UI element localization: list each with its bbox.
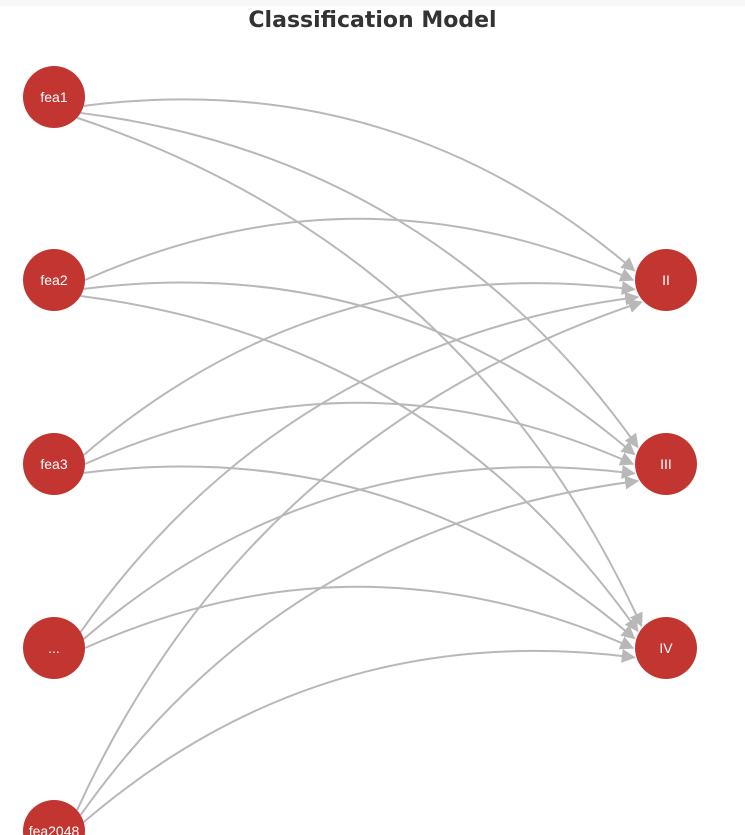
node-label: ... [48,640,60,656]
edge-fea2-to-III [83,281,636,456]
node-input-fea1[interactable]: fea1 [23,66,85,128]
node-circle [23,433,85,495]
node-label: fea1 [40,89,67,105]
edge-fea2-to-II [84,217,635,282]
node-circle [23,617,85,679]
node-circle [635,249,697,311]
node-label: fea2 [40,272,67,288]
node-output-IV[interactable]: IV [635,617,697,679]
node-label: II [662,272,670,288]
edge-fea3-to-IV [83,465,636,640]
edge-fea1-to-II [83,98,636,272]
node-circle [23,800,85,835]
node-output-II[interactable]: II [635,249,697,311]
node-input-fea2048[interactable]: fea2048 [23,800,85,835]
node-input-ellipsis[interactable]: ... [23,617,85,679]
node-output-III[interactable]: III [635,433,697,495]
edge-ellipsis-to-IV [84,585,635,650]
edge-fea2048-to-IV [83,648,636,823]
node-input-fea3[interactable]: fea3 [23,433,85,495]
node-circle [635,433,697,495]
node-label: fea2048 [29,823,80,835]
page-title: Classification Model [248,8,497,33]
edge-fea2-to-IV [80,294,639,633]
edge-fea3-to-III [84,401,635,466]
edge-fea2048-to-III [79,475,640,816]
node-input-fea2[interactable]: fea2 [23,249,85,311]
node-circle [635,617,697,679]
edge-fea1-to-III [80,111,639,449]
top-strip [0,0,745,6]
node-label: IV [659,640,673,656]
node-circle [23,249,85,311]
edge-fea3-to-II [83,280,636,456]
node-circle [23,66,85,128]
edge-fea2048-to-II [76,299,643,811]
node-label: III [660,456,672,472]
edge-ellipsis-to-III [83,464,636,640]
edge-fea1-to-IV [76,116,643,628]
node-label: fea3 [40,456,67,472]
edge-ellipsis-to-II [79,291,640,633]
edge-layer [76,98,643,823]
